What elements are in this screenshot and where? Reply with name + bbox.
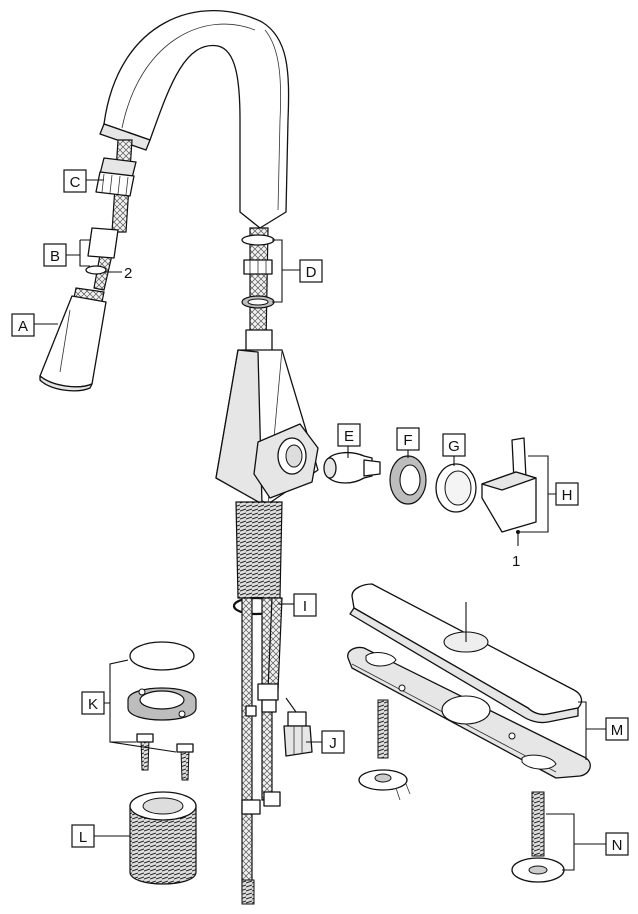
svg-text:H: H <box>562 487 573 504</box>
svg-text:G: G <box>448 438 460 455</box>
label-l: L <box>71 824 95 848</box>
deck-bolt-n <box>511 791 565 883</box>
escutcheon-g <box>435 463 477 513</box>
label-k: K <box>81 691 105 715</box>
spray-head-a <box>39 287 107 392</box>
svg-text:M: M <box>611 722 624 739</box>
svg-text:2: 2 <box>124 265 132 282</box>
label-c: C <box>63 169 87 193</box>
label-n: N <box>605 832 629 856</box>
spout <box>99 10 290 229</box>
handle-h <box>481 437 537 534</box>
svg-text:L: L <box>79 829 87 846</box>
mounting-kit-k <box>127 641 197 781</box>
svg-text:E: E <box>344 428 354 445</box>
svg-text:D: D <box>306 264 317 281</box>
threaded-shank <box>235 501 283 599</box>
svg-text:B: B <box>50 248 60 265</box>
label-m: M <box>605 717 629 741</box>
label-a: A <box>11 313 35 337</box>
deck-bolt-left <box>358 699 411 801</box>
supply-hoses <box>241 597 283 905</box>
svg-text:I: I <box>303 598 307 615</box>
label-j: J <box>321 730 345 754</box>
leader-lines <box>34 179 606 871</box>
svg-text:A: A <box>18 318 28 335</box>
label-f: F <box>396 427 420 451</box>
svg-text:N: N <box>612 837 623 854</box>
svg-text:1: 1 <box>512 553 520 570</box>
label-e: E <box>337 423 361 447</box>
label-g: G <box>442 433 466 457</box>
label-1: 1 <box>512 553 520 570</box>
svg-text:K: K <box>88 696 98 713</box>
svg-text:F: F <box>403 432 412 449</box>
label-b: B <box>43 243 67 267</box>
faucet-body <box>215 329 319 505</box>
svg-text:C: C <box>70 174 81 191</box>
label-h: H <box>555 482 579 506</box>
hose-nut-c <box>95 157 137 197</box>
svg-text:J: J <box>329 735 337 752</box>
label-i: I <box>293 593 317 617</box>
coupling-b <box>85 227 119 275</box>
mounting-nut-l <box>129 791 197 885</box>
label-2: 2 <box>124 265 132 282</box>
check-valve-j <box>283 711 313 757</box>
label-d: D <box>299 259 323 283</box>
bonnet-nut-f <box>389 455 427 505</box>
cartridge-e <box>323 451 381 484</box>
